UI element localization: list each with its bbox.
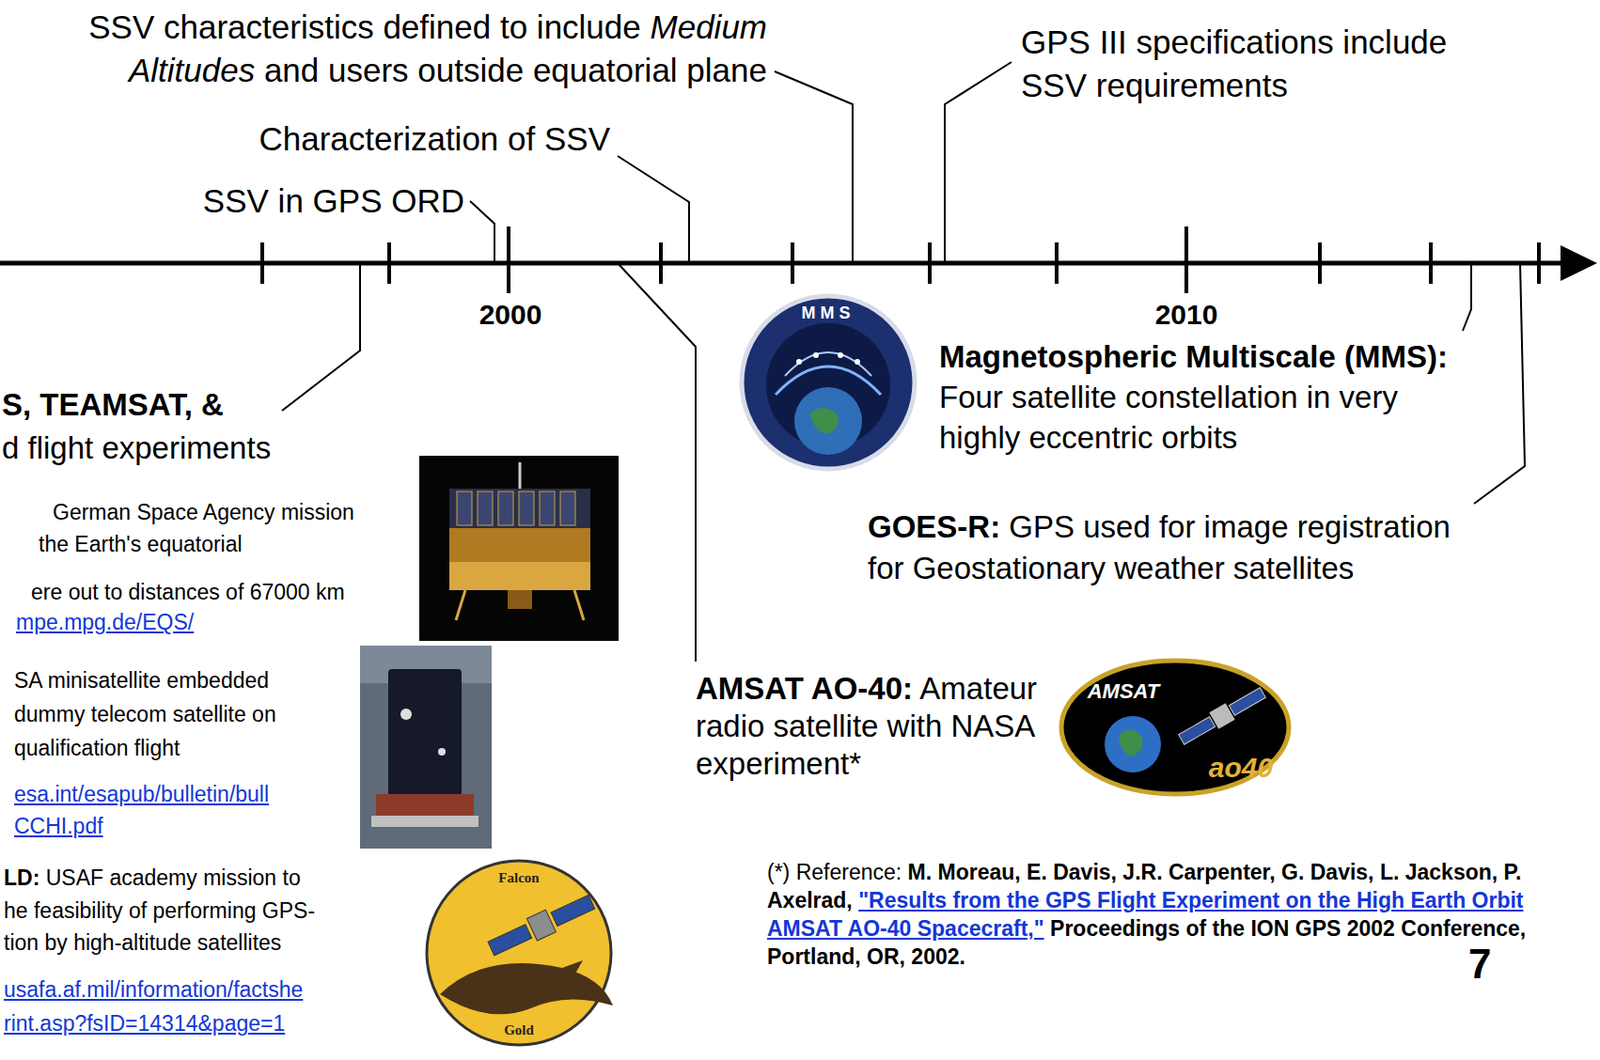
text-group: GPS III specifications include SSV requi… [1020,20,1510,108]
text-group: usafa.af.mil/information/factshe [3,976,303,1004]
mission-note: German Space Agency mission [52,500,355,525]
mission-note: USAF academy mission to [46,865,301,891]
mission-note: dummy telecom satellite on [14,702,277,727]
text-group: SA minisatellite embedded [14,667,269,695]
text-group: the Earth's equatorial [38,531,243,559]
logo-text: Falcon [498,870,539,886]
text-group: ao40 [1193,750,1288,786]
link-text: rint.asp?fsID=14314&page=1 [3,1011,285,1036]
link-text: usafa.af.mil/information/factshe [3,977,303,1003]
text-group: LD: USAF academy mission to [3,864,301,893]
text-group: 7 [1468,938,1491,990]
text-group: SSV characteristics defined to include M… [33,5,768,93]
mission-name: AMSAT AO-40: [695,671,913,706]
text-group: mpe.mpg.de/EQS/ [15,609,194,637]
text-group: SSV in GPS ORD [203,180,465,222]
text-group: d flight experiments [1,428,271,468]
mission-note: the Earth's equatorial [38,532,243,557]
link-text: mpe.mpg.de/EQS/ [15,610,194,635]
amsat-logo [1061,660,1289,795]
text-group: CCHI.pdf [14,813,104,841]
mission-note: SA minisatellite embedded [14,668,269,693]
mission-note: tion by high-altitude satellites [3,930,282,956]
logo-text: MMS [801,303,856,323]
year-label: 2000 [479,298,543,330]
text-group: German Space Agency mission [52,499,355,527]
mission-note: LD: [3,865,40,891]
text-group: AMSAT [1071,678,1176,706]
text-group: 2000 [416,297,605,333]
logo-text: ao40 [1208,752,1273,784]
timeline-event: SSV characteristics defined to include [88,8,642,46]
text-group: he feasibility of performing GPS- [3,897,315,926]
text-group: rint.asp?fsID=14314&page=1 [3,1010,285,1038]
mission-name: Magnetospheric Multiscale (MMS): [939,339,1448,375]
page-number: 7 [1468,941,1491,988]
satellite-photo [419,455,619,642]
mission-title: d flight experiments [1,430,271,466]
text-group: tion by high-altitude satellites [3,929,282,957]
mission-note: he feasibility of performing GPS- [3,898,315,924]
text-group: 2010 [1092,297,1281,333]
text-group: dummy telecom satellite on [14,701,277,729]
text-group: qualification flight [14,735,180,763]
text-group: S, TEAMSAT, & [1,385,224,424]
text-group: Characterization of SSV [258,118,611,160]
timeline-event: and users outside equatorial plane [264,51,768,89]
link-text: CCHI.pdf [14,814,104,839]
link-text: esa.int/esapub/bulletin/bull [14,782,269,807]
text-group: Falcon [471,868,566,888]
mission-name: GOES-R: [867,509,1001,545]
text-group: Gold [471,1020,566,1040]
logo-text: Gold [503,1022,534,1038]
timeline-event: Characterization of SSV [258,120,611,157]
logo-text: AMSAT [1087,679,1161,704]
reference-text: (*) Reference: [767,860,902,885]
text-group: MMS [781,302,876,325]
mms-logo [741,296,915,470]
text-group: GOES-R: GPS used for image registration … [867,506,1470,590]
timeline-event: SSV in GPS ORD [203,182,465,220]
mission-note: qualification flight [14,736,180,761]
text-group: (*) Reference: M. Moreau, E. Davis, J.R.… [767,858,1585,972]
teamsat-photo [360,645,492,849]
timeline-event: GPS III specifications include SSV requi… [1020,23,1447,104]
year-label: 2010 [1155,298,1219,330]
mission-description: Four satellite constellation in very hig… [939,379,1398,455]
text-group: Magnetospheric Multiscale (MMS): Four sa… [939,336,1480,458]
mission-title: S, TEAMSAT, & [1,387,224,423]
text-group: esa.int/esapub/bulletin/bull [14,781,269,809]
timeline-ticks [262,226,1539,294]
text-group: ere out to distances of 67000 km [31,579,346,607]
falcon-gold-logo [426,861,613,1046]
mission-note: ere out to distances of 67000 km [31,580,346,605]
text-group: AMSAT AO-40: Amateur radio satellite wit… [695,670,1049,784]
timeline-axis [0,245,1598,282]
